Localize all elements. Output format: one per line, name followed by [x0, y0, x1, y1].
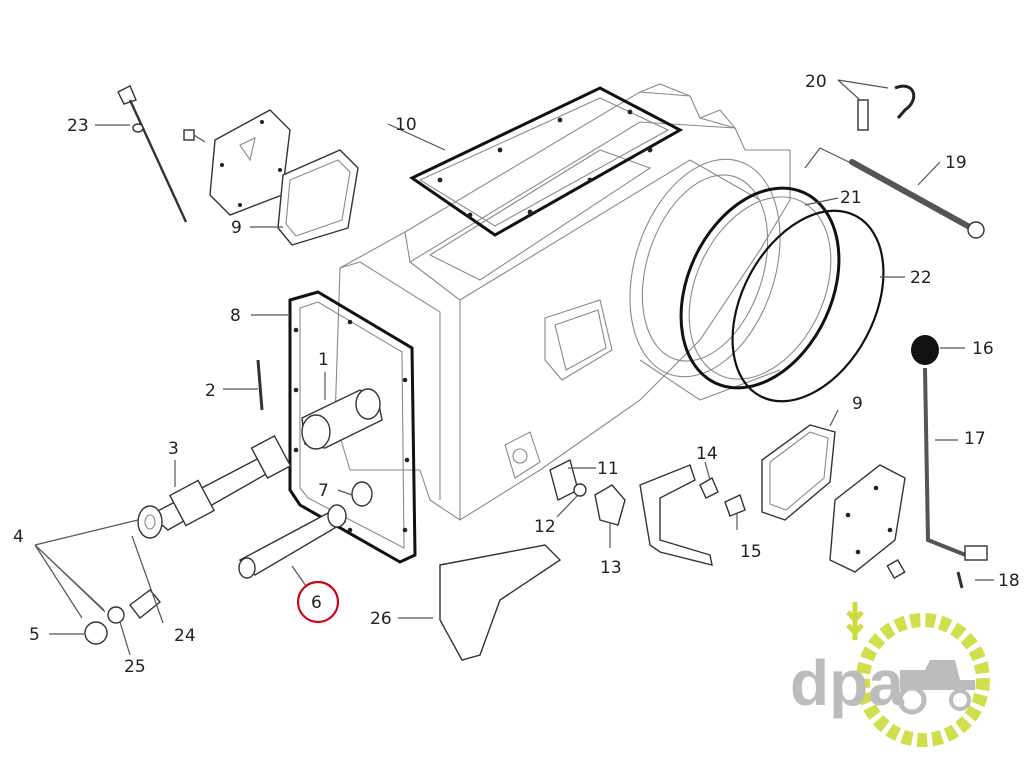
detent-spring	[724, 494, 746, 517]
callout-20: 20	[805, 72, 827, 92]
logo-text: dpa	[790, 647, 904, 719]
splined-shaft	[148, 434, 292, 531]
callout-22: 22	[910, 268, 932, 288]
callout-4: 4	[13, 527, 24, 547]
bushing	[351, 481, 373, 507]
callout-7: 7	[318, 481, 329, 501]
callout-21: 21	[840, 188, 862, 208]
top-cover-gasket	[409, 86, 684, 237]
callout-10: 10	[395, 115, 417, 135]
callout-16: 16	[972, 339, 994, 359]
callout-25: 25	[124, 657, 146, 677]
flange-gasket	[679, 186, 841, 390]
callout-9-right: 9	[852, 394, 863, 414]
transmission-housing	[334, 83, 791, 521]
callout-23: 23	[67, 116, 89, 136]
output-shaft	[238, 504, 347, 579]
callout-11: 11	[597, 459, 619, 479]
highlight-circle	[296, 580, 340, 624]
dpa-logo: dpa	[790, 602, 990, 747]
clip-pin	[857, 99, 869, 131]
washer	[107, 606, 125, 624]
callout-2: 2	[205, 381, 216, 401]
o-ring-small	[573, 483, 587, 497]
callout-9-left: 9	[231, 218, 242, 238]
callout-13: 13	[600, 558, 622, 578]
wheat-icon	[846, 602, 864, 640]
callout-14: 14	[696, 444, 718, 464]
bolt-top	[183, 129, 206, 143]
cross-rod	[849, 159, 978, 233]
pinion-gear	[137, 505, 163, 539]
callout-17: 17	[964, 429, 986, 449]
support-bracket	[439, 544, 562, 661]
callout-12: 12	[534, 517, 556, 537]
rod-end	[967, 221, 985, 239]
callout-26: 26	[370, 609, 392, 629]
callout-6: 6	[311, 593, 322, 613]
side-cover-gasket	[288, 290, 417, 564]
roll-pin	[956, 571, 964, 589]
retaining-clip	[894, 84, 916, 119]
lever-rod	[923, 367, 969, 558]
plate-small	[549, 458, 579, 502]
dipstick	[117, 85, 188, 223]
callout-1: 1	[318, 350, 329, 370]
callout-19: 19	[945, 153, 967, 173]
callout-5: 5	[29, 625, 40, 645]
detent-plug	[699, 476, 719, 499]
leader-lines	[34, 79, 994, 656]
lever-end	[964, 545, 988, 561]
callout-18: 18	[998, 571, 1020, 591]
lever-knob	[911, 335, 939, 365]
shift-lever	[639, 464, 713, 566]
cover-plate-right	[829, 464, 906, 573]
shaft-sleeve	[301, 388, 383, 450]
spring	[129, 589, 161, 619]
gasket-right	[761, 424, 836, 521]
callout-24: 24	[174, 626, 196, 646]
gasket-left	[277, 149, 359, 246]
callout-15: 15	[740, 542, 762, 562]
cover-small	[594, 484, 626, 526]
tractor-icon	[897, 660, 975, 715]
o-ring	[731, 209, 885, 403]
bearing-cup	[84, 621, 108, 645]
cover-plate-left	[209, 109, 291, 216]
bolt-right	[886, 558, 906, 580]
callout-labels: 1 2 3 4 5 6 7 8 9 9 10 11 12 13 14 15 16…	[13, 72, 1020, 677]
callout-8: 8	[230, 306, 241, 326]
callout-3: 3	[168, 439, 179, 459]
pin	[256, 359, 264, 411]
